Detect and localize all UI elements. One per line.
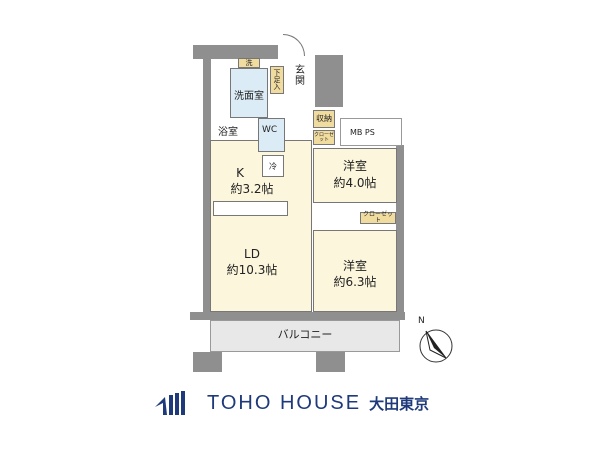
western1-size: 約4.0帖 [333, 176, 377, 190]
compass-icon [419, 329, 453, 363]
room-washroom [230, 68, 268, 118]
western2-name: 洋室 [342, 259, 367, 273]
wall-top-right [315, 55, 343, 107]
kitchen-size: 約3.2帖 [230, 182, 274, 196]
logo-mark-icon [155, 391, 185, 415]
room-western-4 [313, 148, 397, 203]
washer-space: 洗 [238, 58, 260, 68]
wall-top-left [193, 45, 278, 59]
logo: TOHO HOUSE 大田東京 [155, 388, 455, 418]
wall-right [396, 145, 404, 320]
kitchen-name: K [236, 166, 244, 180]
pillar-left [193, 352, 222, 372]
wc-label: WC [262, 125, 278, 135]
door-arc [283, 34, 305, 56]
logo-name: TOHO HOUSE [207, 391, 362, 414]
compass-north: N [418, 316, 425, 326]
mbps-box [340, 118, 402, 146]
shoe-cabinet: 下足入 [270, 66, 284, 94]
logo-branch: 大田東京 [369, 394, 430, 413]
kitchen-counter [213, 201, 288, 216]
washroom-label: 洗面室 [234, 91, 264, 102]
fridge-space: 冷 [262, 155, 284, 177]
bath-label: 浴室 [218, 127, 238, 138]
entrance-label: 玄関 [295, 65, 305, 87]
closet-small: クローゼット [313, 130, 335, 145]
balcony-label: バルコニー [277, 328, 333, 341]
storage: 収納 [313, 110, 335, 128]
ld-name: LD [244, 247, 260, 261]
ld-size: 約10.3帖 [226, 263, 278, 277]
wall-left [203, 45, 211, 320]
western2-size: 約6.3帖 [333, 275, 377, 289]
compass: N [416, 316, 456, 366]
room-wc [258, 118, 285, 152]
wall-bottom [190, 312, 405, 320]
pillar-right [316, 352, 345, 372]
balcony [210, 320, 400, 352]
room-western-6 [313, 230, 397, 312]
western1-name: 洋室 [342, 159, 367, 173]
closet-western-6: クローゼット [360, 212, 396, 224]
mbps-label: MB PS [350, 128, 375, 137]
